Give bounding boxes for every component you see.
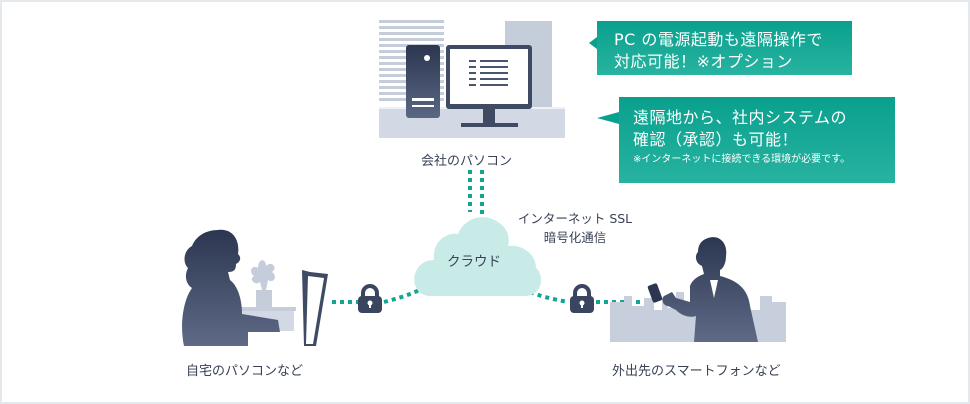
callout-line: 遠隔地から、社内システムの (633, 108, 848, 127)
plant (251, 260, 275, 308)
woman-silhouette (182, 229, 280, 346)
ssl-label: インターネット SSL 暗号化通信 (505, 209, 645, 247)
lock-icon (358, 284, 382, 313)
callout-line: PC の電源起動も遠隔操作で (614, 30, 823, 49)
ssl-line-2: 暗号化通信 (543, 230, 607, 245)
smartphone (647, 283, 663, 303)
callout-line: 対応可能！※オプション (614, 52, 793, 71)
home-link (332, 283, 431, 304)
home-pc-label: 自宅のパソコンなど (186, 364, 304, 379)
smartphone-label: 外出先のスマートフォンなど (612, 364, 781, 379)
table (238, 307, 296, 311)
callout-remote-approval: 遠隔地から、社内システムの 確認（承認）も可能！ ※インターネットに接続できる環… (597, 97, 895, 183)
office-pc-illustration (379, 20, 565, 138)
cloud-label: クラウド (447, 254, 501, 270)
lock-icon (570, 284, 594, 313)
callout-remote-power: PC の電源起動も遠隔操作で 対応可能！※オプション (589, 21, 852, 75)
office-pc-label: 会社のパソコン (421, 154, 513, 169)
home-worker-illustration (182, 229, 328, 346)
callout-line: 確認（承認）も可能！ (633, 130, 799, 149)
callout-note: ※インターネットに接続できる環境が必要です。 (633, 154, 851, 165)
man-silhouette (662, 237, 758, 342)
mobile-worker-illustration (610, 237, 786, 342)
cloud-icon (414, 217, 541, 296)
ssl-line-1: インターネット SSL (517, 211, 633, 226)
